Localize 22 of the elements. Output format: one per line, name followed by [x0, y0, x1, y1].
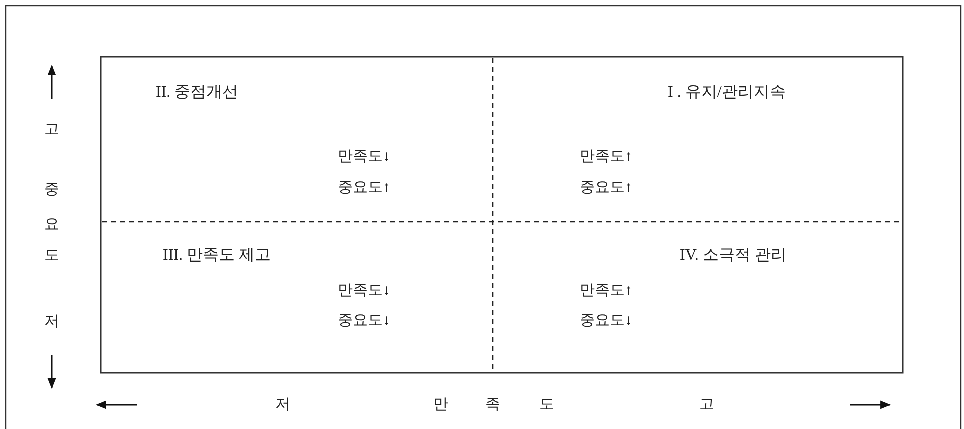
quadrant-label: 중요도↑: [338, 179, 390, 197]
quadrant-title: I . 유지/관리지속: [668, 84, 786, 102]
quadrant-title: II. 중점개선: [156, 84, 239, 102]
axis-label: 저: [276, 396, 290, 414]
quadrant-title: IV. 소극적 관리: [680, 247, 787, 265]
axis-label: 도: [540, 396, 554, 414]
axis-label: 저: [44, 313, 60, 331]
quadrant-label: 만족도↓: [338, 282, 390, 300]
axis-label: 만: [434, 396, 448, 414]
quadrant-title: III. 만족도 제고: [163, 247, 271, 265]
quadrant-label: 만족도↓: [338, 148, 390, 166]
quadrant-label: 중요도↓: [338, 312, 390, 330]
quadrant-label: 만족도↑: [580, 282, 632, 300]
quadrant-label: 만족도↑: [580, 148, 632, 166]
axis-label: 고: [700, 396, 714, 414]
axis-label: 중: [44, 181, 60, 199]
axis-label: 고: [44, 121, 60, 139]
quadrant-label: 중요도↓: [580, 312, 632, 330]
axis-label: 도: [44, 247, 60, 265]
quadrant-label: 중요도↑: [580, 179, 632, 197]
axis-label: 족: [486, 396, 500, 414]
axis-label: 요: [44, 216, 60, 234]
